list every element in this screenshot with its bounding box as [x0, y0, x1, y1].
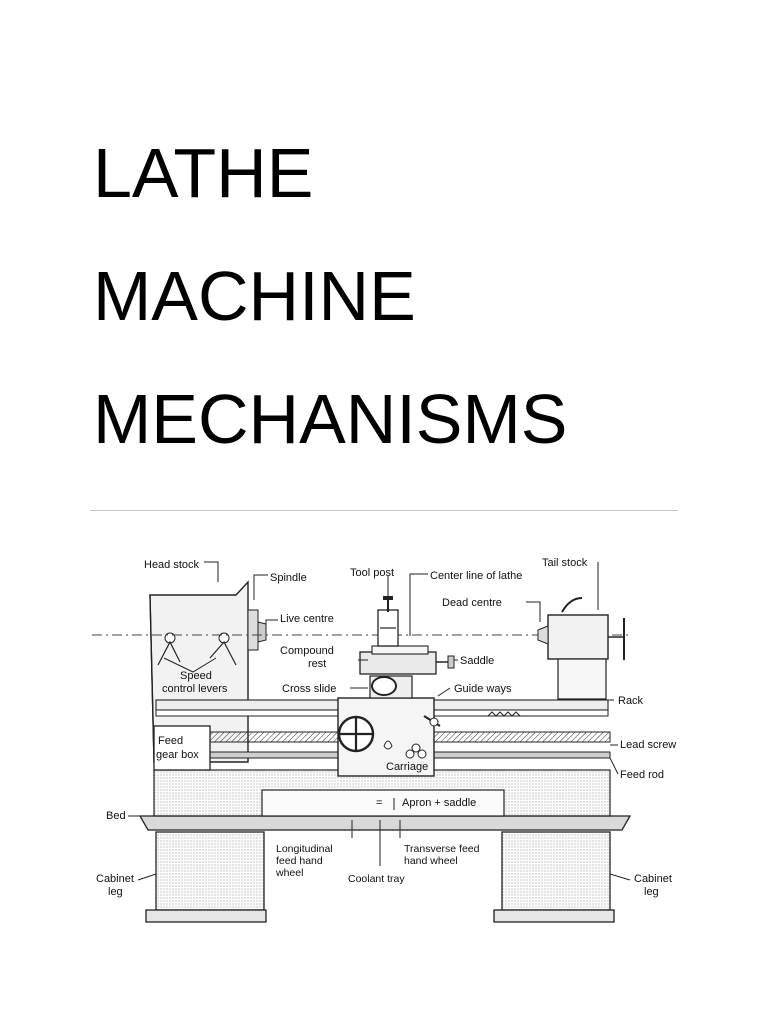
label-compound-1: Compound: [280, 645, 334, 657]
label-cross-slide: Cross slide: [282, 683, 336, 695]
feed-gear-box: [153, 725, 211, 771]
label-cabinet-leg-right-2: leg: [644, 886, 659, 898]
label-spindle: Spindle: [270, 572, 307, 584]
label-transverse-1: Transverse feed: [404, 843, 480, 855]
cabinet-leg-right: [493, 831, 615, 923]
title-line-2: MACHINE: [93, 257, 416, 335]
label-tool-post: Tool post: [350, 567, 394, 579]
label-head-stock: Head stock: [144, 559, 200, 571]
label-cabinet-leg-left-1: Cabinet: [96, 873, 134, 885]
title-line-3: MECHANISMS: [93, 380, 568, 458]
label-feed-gear-box-2: gear box: [156, 749, 199, 761]
label-compound-2: rest: [308, 658, 326, 670]
label-feed-rod: Feed rod: [620, 769, 664, 781]
tool-post: [377, 596, 399, 647]
label-rack: Rack: [618, 695, 644, 707]
label-speed-levers-2: control levers: [162, 683, 228, 695]
label-coolant-tray: Coolant tray: [348, 873, 405, 885]
label-cabinet-leg-left-2: leg: [108, 886, 123, 898]
title-line-1: LATHE: [93, 134, 314, 212]
label-apron-saddle: Apron + saddle: [402, 797, 476, 809]
lathe-diagram: Head stock Spindle Tool post Center line…: [92, 557, 676, 923]
carriage: [337, 697, 441, 777]
tailstock: [537, 597, 625, 700]
label-feed-gear-box-1: Feed: [158, 735, 183, 747]
label-live-centre: Live centre: [280, 613, 334, 625]
label-longitudinal-3: wheel: [275, 867, 303, 879]
label-lead-screw: Lead screw: [620, 739, 676, 751]
label-tail-stock: Tail stock: [542, 557, 588, 569]
label-guide-ways: Guide ways: [454, 683, 512, 695]
label-transverse-2: hand wheel: [404, 855, 458, 867]
label-saddle: Saddle: [460, 655, 494, 667]
rack: [487, 711, 521, 717]
horizontal-divider: [90, 510, 678, 511]
label-dead-centre: Dead centre: [442, 597, 502, 609]
label-carriage: Carriage: [386, 761, 428, 773]
label-center-line: Center line of lathe: [430, 570, 522, 582]
label-bed: Bed: [106, 810, 126, 822]
apron-saddle-block: [261, 789, 505, 817]
spindle: [247, 609, 267, 651]
cabinet-leg-left: [145, 831, 267, 923]
label-longitudinal-1: Longitudinal: [276, 843, 333, 855]
label-longitudinal-2: feed hand: [276, 855, 323, 867]
leader-lines: [128, 561, 631, 881]
label-speed-levers-1: Speed: [180, 670, 212, 682]
compound-rest: [359, 645, 455, 699]
label-cabinet-leg-right-1: Cabinet: [634, 873, 672, 885]
label-apron-eq: =: [376, 797, 382, 809]
page-title: LATHE MACHINE MECHANISMS: [93, 112, 567, 481]
headstock: [149, 580, 249, 763]
